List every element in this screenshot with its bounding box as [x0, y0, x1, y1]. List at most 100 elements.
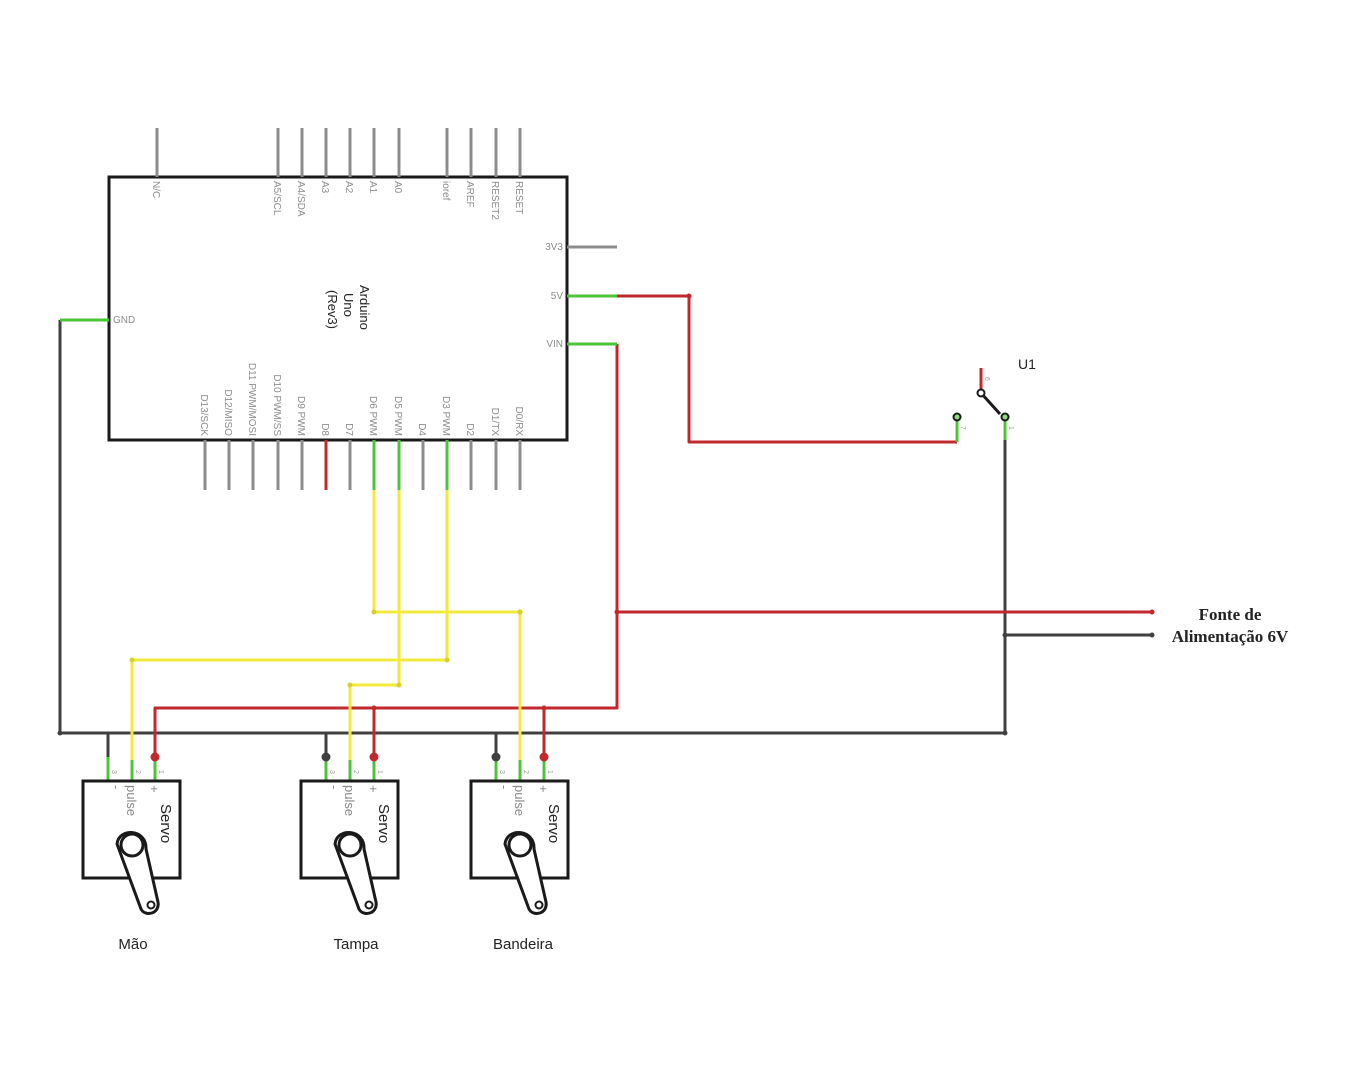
- pin-label: A3: [319, 181, 330, 194]
- servo-name: Tampa: [333, 936, 379, 953]
- pin-label-5v: 5V: [551, 291, 564, 302]
- servo-horn-hole: [364, 900, 374, 910]
- switch-u1[interactable]: U1 6 7 1: [952, 356, 1037, 442]
- switch-contact-1: [1000, 412, 1010, 422]
- servo-pin-number: 1: [376, 770, 383, 774]
- arduino-bottom-pin-labels: D13/SCK D12/MISO D11 PWM/MOSI D10 PWM/SS…: [198, 363, 524, 437]
- servo-horn-hole: [146, 900, 156, 910]
- servo-horn-hole: [534, 900, 544, 910]
- servo-part-label: Servo: [157, 804, 174, 843]
- pin-label: D5 PWM: [392, 396, 403, 436]
- pin-label: ioref: [440, 181, 451, 201]
- servo-pin-number: 3: [110, 770, 117, 774]
- servo-pin-label: -: [109, 785, 124, 789]
- pin-label: D11 PWM/MOSI: [246, 363, 257, 436]
- pin-label: D7: [343, 423, 354, 436]
- pin-label: D3 PWM: [440, 396, 451, 436]
- junction-dot: [1002, 632, 1008, 638]
- switch-pin-number: 7: [959, 426, 966, 430]
- junction-dot: [517, 609, 523, 615]
- switch-pin-number: 6: [983, 377, 990, 381]
- servo-pin-number: 3: [328, 770, 335, 774]
- pin-label: D6 PWM: [367, 396, 378, 436]
- power-supply-line-1: Fonte de: [1199, 605, 1262, 624]
- junction-dot: [129, 657, 135, 663]
- wires: [58, 294, 1152, 760]
- junction-dot: [444, 657, 450, 663]
- pin-label: D4: [416, 423, 427, 436]
- servo-pin-number: 2: [134, 770, 141, 774]
- servo-name: Bandeira: [493, 936, 554, 953]
- switch-contact-7: [952, 412, 962, 422]
- servo-mao: 3 2 1 - pulse + Servo Mão: [81, 752, 182, 953]
- servo-shaft: [337, 832, 363, 858]
- servo-pin-label: pulse: [342, 785, 357, 816]
- pin-label: A4/SDA: [295, 181, 306, 217]
- pin-label: D8: [319, 423, 330, 436]
- junction-dot: [1149, 632, 1155, 638]
- servo-shaft: [119, 832, 145, 858]
- servo-part-label: Servo: [545, 804, 562, 843]
- servo-name: Mão: [118, 936, 147, 953]
- wire-d5-tampa: [348, 490, 401, 760]
- pin-label-vin: VIN: [546, 339, 563, 350]
- junction-dot: [686, 293, 692, 299]
- junction-dot: [371, 609, 377, 615]
- junction-dot: [396, 682, 402, 688]
- servo-pin-number: 1: [546, 770, 553, 774]
- servo-pin-dot-gnd: [491, 752, 501, 762]
- pin-label: N/C: [150, 181, 161, 198]
- arduino-top-pins: [155, 128, 522, 177]
- junction-dot: [1149, 609, 1155, 615]
- arduino-body: [107, 175, 569, 442]
- servo-pin-label: pulse: [512, 785, 527, 816]
- junction-dots: [57, 293, 1155, 736]
- pin-label: D12/MISO: [222, 389, 233, 436]
- pin-label: A1: [367, 181, 378, 194]
- servo-pin-number: 3: [498, 770, 505, 774]
- pin-label: D2: [464, 423, 475, 436]
- power-supply-line-2: Alimentação 6V: [1172, 627, 1289, 646]
- junction-dot: [57, 730, 63, 736]
- junction-dot: [347, 682, 353, 688]
- switch-pin-number: 1: [1007, 426, 1014, 430]
- wire-vin-psu: [615, 344, 1152, 614]
- arduino-title-line-3: (Rev3): [325, 290, 340, 329]
- servo-pin-dot-power: [539, 752, 549, 762]
- pin-label: A5/SCL: [271, 181, 282, 216]
- pin-label: A2: [343, 181, 354, 194]
- pin-label: RESET2: [489, 181, 500, 220]
- wire-5v-switch: [617, 294, 957, 444]
- pin-label: AREF: [464, 181, 475, 208]
- servo-pin-number: 2: [522, 770, 529, 774]
- switch-contact-common: [976, 388, 986, 398]
- servo-pin-number: 2: [352, 770, 359, 774]
- servo-part-label: Servo: [375, 804, 392, 843]
- switch-label: U1: [1018, 356, 1036, 372]
- pin-label: A0: [392, 181, 403, 194]
- switch-lever: [979, 391, 1002, 416]
- junction-dot: [1002, 730, 1008, 736]
- junction-dot: [371, 705, 377, 711]
- servo-pin-label: -: [327, 785, 342, 789]
- servo-pin-dot-gnd: [321, 752, 331, 762]
- pin-label-gnd: GND: [113, 315, 135, 326]
- pin-label: RESET: [513, 181, 524, 214]
- servo-pin-label: +: [536, 785, 551, 793]
- power-supply-label: Fonte de Alimentação 6V: [1172, 605, 1289, 646]
- servo-pin-dot-power: [150, 752, 160, 762]
- servo-pin-number: 1: [157, 770, 164, 774]
- pin-label: D13/SCK: [198, 394, 209, 436]
- servo-pin-label: +: [147, 785, 162, 793]
- wire-d3-mao: [130, 490, 449, 760]
- arduino-title-line-1: Arduino: [357, 285, 372, 330]
- junction-dot: [541, 705, 547, 711]
- arduino-uno: Arduino Uno (Rev3) N/C A5/SCL A4/SDA A3 …: [60, 128, 617, 490]
- servo-bandeira: 3 2 1 - pulse + Servo Bandeira: [469, 752, 570, 953]
- servo-pin-dot-power: [369, 752, 379, 762]
- arduino-bottom-pins: [203, 440, 522, 490]
- pin-label-3v3: 3V3: [545, 242, 563, 253]
- pin-label: D1/TX: [489, 408, 500, 437]
- servo-tampa: 3 2 1 - pulse + Servo Tampa: [299, 752, 400, 953]
